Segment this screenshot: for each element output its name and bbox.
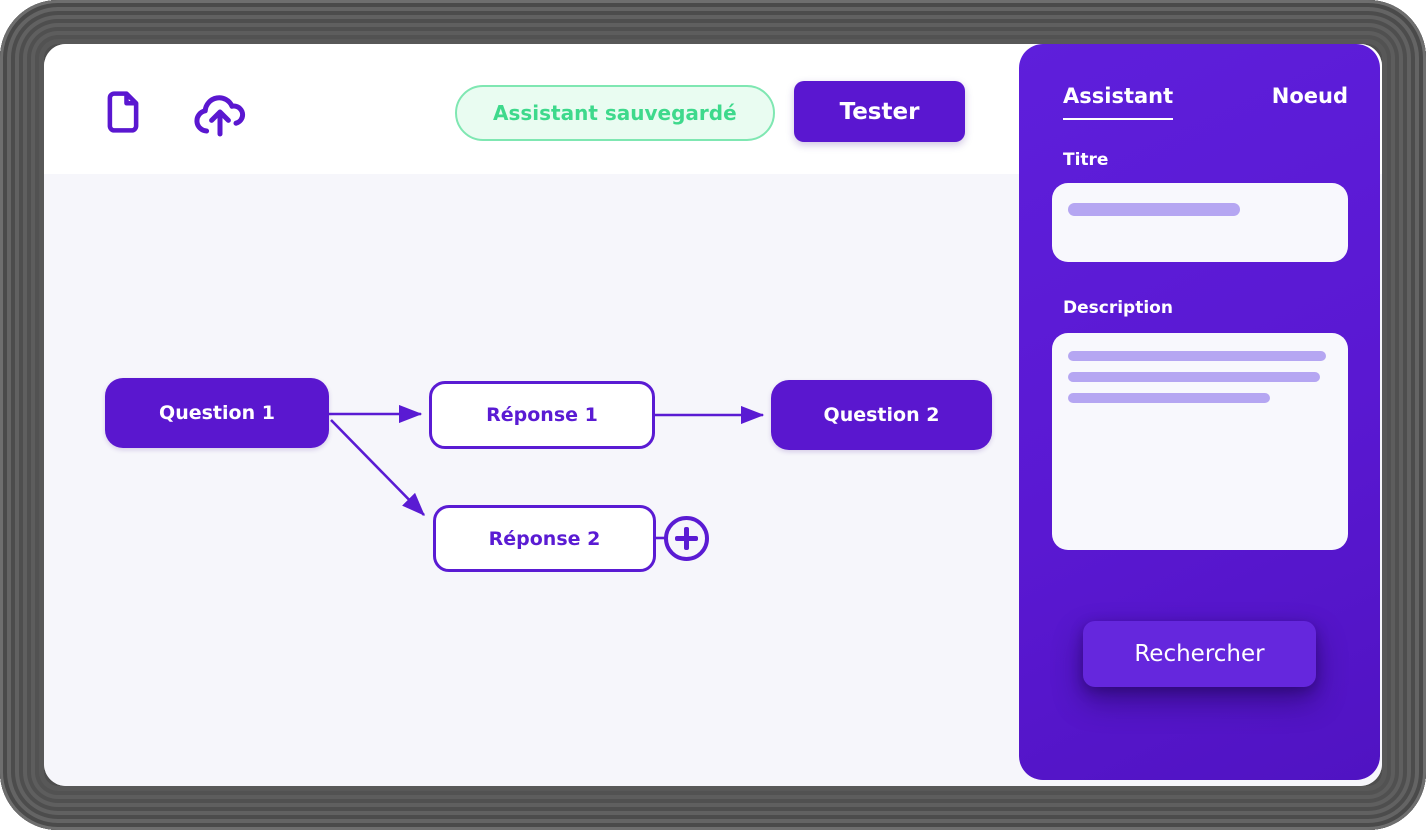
node-label: Réponse 1 [486,404,598,426]
node-question-1[interactable]: Question 1 [105,378,329,448]
upload-button[interactable] [192,86,248,138]
description-label: Description [1063,298,1173,318]
node-label: Réponse 2 [488,527,601,550]
tab-noeud[interactable]: Noeud [1271,84,1348,108]
titre-input[interactable] [1052,183,1348,262]
panel-tabs: Assistant Noeud [1063,84,1348,120]
new-file-button[interactable] [102,89,144,135]
app-window: Assistant sauvegardé Tester Question 1 R… [44,44,1382,786]
search-button[interactable]: Rechercher [1083,621,1316,687]
node-reponse-1[interactable]: Réponse 1 [429,381,655,449]
plus-icon [684,527,689,550]
skeleton-line [1068,372,1320,382]
node-label: Question 2 [823,404,940,426]
skeleton-line [1068,203,1240,216]
node-label: Question 1 [159,402,275,424]
test-button[interactable]: Tester [794,81,965,142]
skeleton-line [1068,393,1270,403]
status-badge: Assistant sauvegardé [455,85,775,141]
add-node-button[interactable] [664,516,709,561]
node-reponse-2[interactable]: Réponse 2 [433,505,656,572]
settings-panel: Assistant Noeud Titre Description Recher… [1019,44,1380,780]
cloud-upload-icon [192,95,248,141]
status-badge-label: Assistant sauvegardé [493,101,737,125]
node-question-2[interactable]: Question 2 [771,380,992,450]
description-input[interactable] [1052,333,1348,550]
file-icon [102,91,144,138]
skeleton-line [1068,351,1326,361]
tab-assistant[interactable]: Assistant [1063,84,1174,120]
titre-label: Titre [1063,150,1109,170]
